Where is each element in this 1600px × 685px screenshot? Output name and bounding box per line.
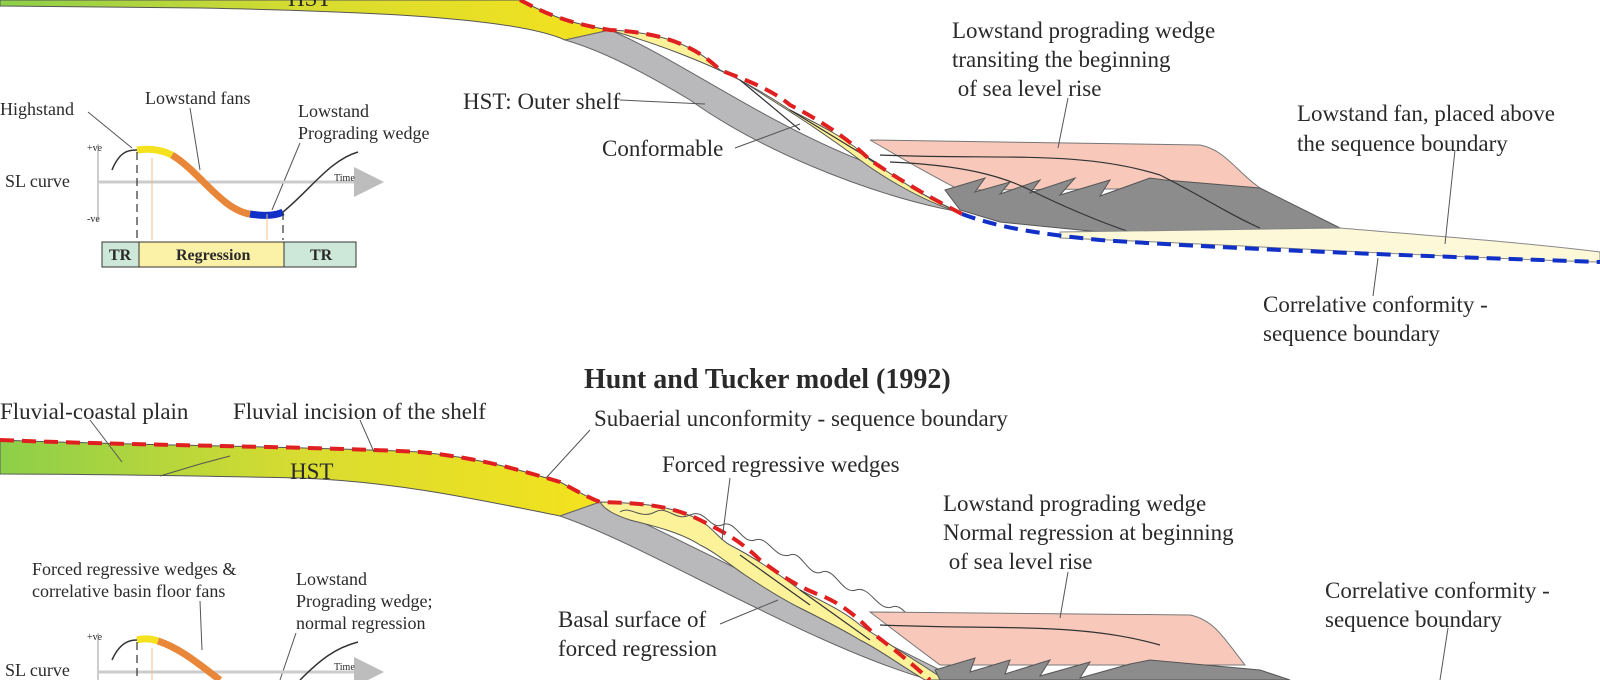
- top-hst-outer-shelf: HST: Outer shelf: [463, 89, 621, 114]
- bottom-inset-wedge-l1: Lowstand: [296, 569, 367, 589]
- top-inset-lowstand-fans: Lowstand fans: [145, 88, 250, 108]
- bottom-inset-plus-ve: +ve: [87, 632, 103, 643]
- top-inset-box-tr1: TR: [109, 247, 132, 264]
- top-inset-highstand: Highstand: [0, 99, 74, 119]
- top-correlative-l2: sequence boundary: [1263, 321, 1440, 346]
- top-correlative-conformity: [961, 212, 1600, 264]
- top-lowstand-fan-l1: Lowstand fan, placed above: [1297, 101, 1555, 126]
- top-inset-box-tr2: TR: [310, 247, 333, 264]
- top-hst-label: HST: [288, 0, 331, 11]
- bottom-subaerial: Subaerial unconformity - sequence bounda…: [594, 406, 1008, 431]
- bottom-inset-wedge-l2: Prograding wedge;: [296, 591, 432, 611]
- bottom-basal-surface-l2: forced regression: [558, 636, 718, 661]
- bottom-inset-forced-fans-l1: Forced regressive wedges &: [32, 559, 236, 579]
- bottom-sl-curve-inset: Forced regressive wedges & correlative b…: [5, 559, 432, 685]
- bottom-fluvial-coastal: Fluvial-coastal plain: [0, 399, 189, 424]
- top-lowstand-fan-l2: the sequence boundary: [1297, 131, 1508, 156]
- top-inset-minus-ve: -ve: [87, 214, 100, 225]
- top-inset-wedge-l1: Lowstand: [298, 101, 369, 121]
- top-basin-fan: [1059, 227, 1600, 263]
- bottom-hst-label: HST: [290, 459, 333, 484]
- bottom-correlative-l2: sequence boundary: [1325, 607, 1502, 632]
- top-lowstand-wedge-l3: of sea level rise: [952, 76, 1101, 101]
- bottom-inset-forced-fans-l2: correlative basin floor fans: [32, 581, 225, 601]
- bottom-inset-sl-curve: SL curve: [5, 660, 70, 680]
- top-correlative-l1: Correlative conformity -: [1263, 292, 1488, 317]
- bottom-forced-wedges: [599, 501, 947, 681]
- top-conformable: Conformable: [602, 136, 723, 161]
- bottom-basal-surface-l1: Basal surface of: [558, 607, 706, 632]
- top-inset-time: Time: [334, 173, 355, 184]
- bottom-lowstand-fans: [934, 657, 1291, 681]
- top-lowstand-wedge-l2: transiting the beginning: [952, 47, 1171, 72]
- bottom-correlative-l1: Correlative conformity -: [1325, 578, 1550, 603]
- bottom-cross-section: HST: [0, 438, 1291, 682]
- top-lowstand-wedge-l1: Lowstand prograding wedge: [952, 18, 1215, 43]
- bottom-sequence-boundary: [0, 438, 932, 682]
- bottom-lowstand-wedge-l3: of sea level rise: [943, 549, 1092, 574]
- top-sequence-boundary: [519, 0, 963, 216]
- top-leaders: [619, 97, 1456, 297]
- top-lowstand-fans: [944, 176, 1341, 233]
- bottom-inset-time: Time: [334, 662, 355, 673]
- top-inset-sl-curve: SL curve: [5, 171, 70, 191]
- top-sl-curve-inset: Highstand Lowstand fans Lowstand Prograd…: [0, 88, 429, 268]
- bottom-inset-wedge-l3: normal regression: [296, 613, 425, 633]
- top-inset-wedge-l2: Prograding wedge: [298, 123, 429, 143]
- top-inset-box-regression: Regression: [176, 247, 250, 264]
- bottom-lowstand-wedge: [868, 611, 1247, 666]
- bottom-labels: Fluvial-coastal plain Fluvial incision o…: [0, 399, 1550, 661]
- bottom-fluvial-incision: Fluvial incision of the shelf: [233, 399, 486, 424]
- bottom-lowstand-wedge-l1: Lowstand prograding wedge: [943, 491, 1206, 516]
- bottom-title: Hunt and Tucker model (1992): [584, 364, 951, 395]
- top-inset-plus-ve: +ve: [87, 143, 103, 154]
- top-cross-section: HST: [0, 0, 1600, 264]
- bottom-lowstand-wedge-l2: Normal regression at beginning: [943, 520, 1234, 545]
- bottom-leaders: [89, 419, 1449, 681]
- bottom-forced-wedges: Forced regressive wedges: [662, 452, 900, 477]
- top-labels: Lowstand prograding wedge transiting the…: [463, 18, 1555, 346]
